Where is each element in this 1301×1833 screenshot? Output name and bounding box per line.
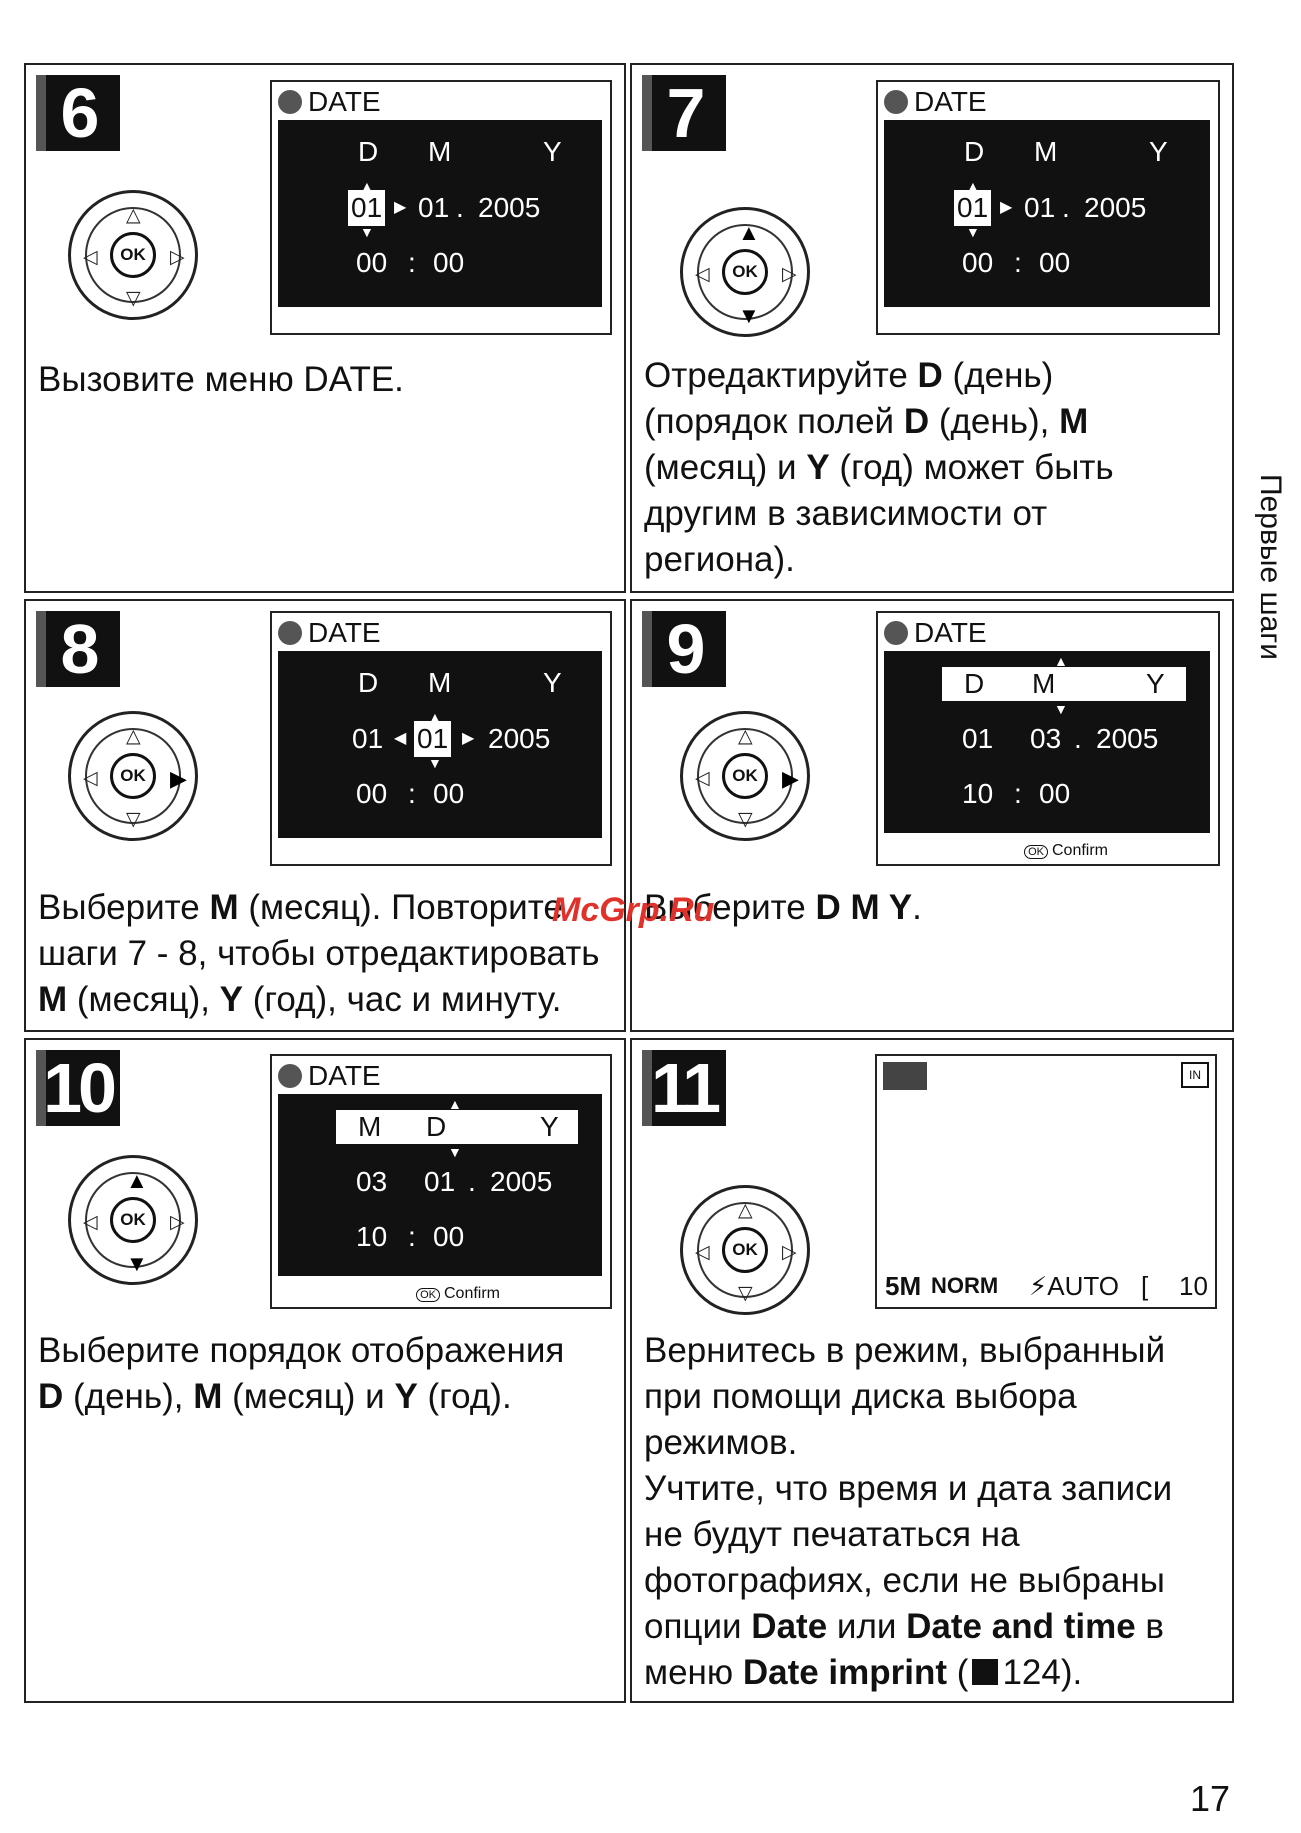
right-arrow-icon: ▷ bbox=[170, 247, 185, 268]
step-caption: Выберите порядок отображения D (день), M… bbox=[38, 1331, 565, 1416]
multi-selector-dial: ▲ ▼ ◁ ▷ OK bbox=[680, 207, 810, 337]
right-arrow-icon: ▷ bbox=[782, 1242, 797, 1263]
right-arrow-icon: ▷ bbox=[782, 264, 797, 285]
step-11: 11 △ ▽ ◁ ▷ OK IN 5M NORM ⚡AUTO [ 10 Верн… bbox=[630, 1038, 1234, 1703]
clock-icon bbox=[278, 620, 302, 645]
screen-title: DATE bbox=[278, 1058, 381, 1094]
screen-title: DATE bbox=[278, 615, 381, 651]
multi-selector-dial: △ ▽ ◁ ▷ OK bbox=[680, 1185, 810, 1315]
step-number-badge: 7 bbox=[642, 75, 726, 151]
up-arrow-icon: △ bbox=[126, 205, 141, 226]
left-arrow-icon: ◁ bbox=[83, 1212, 98, 1233]
multi-selector-dial: △ ▽ ◁ ▶ OK bbox=[680, 711, 810, 841]
down-arrow-icon: ▼ bbox=[126, 1251, 148, 1276]
image-quality-indicator: NORM bbox=[931, 1273, 999, 1298]
watermark-text: McGrp.Ru bbox=[552, 891, 715, 929]
exposure-count: 10 bbox=[1179, 1271, 1208, 1301]
camera-shooting-screen: IN 5M NORM ⚡AUTO [ 10 bbox=[875, 1054, 1217, 1309]
up-arrow-icon: △ bbox=[126, 726, 141, 747]
month-value-selected: 01 bbox=[414, 721, 452, 757]
screen-title: DATE bbox=[278, 84, 381, 120]
left-arrow-icon: ◁ bbox=[695, 264, 710, 285]
day-value-selected: 01 bbox=[954, 190, 992, 226]
left-arrow-icon: ◁ bbox=[695, 1242, 710, 1263]
step-number-badge: 9 bbox=[642, 611, 726, 687]
step-number-badge: 10 bbox=[36, 1050, 120, 1126]
step-caption: Вернитесь в режим, выбранный при помощи … bbox=[644, 1331, 1173, 1692]
up-arrow-icon: ▲ bbox=[126, 1168, 148, 1193]
flash-mode-indicator: ⚡AUTO bbox=[1029, 1271, 1120, 1301]
step-caption: Отредактируйте D (день) (порядок полей D… bbox=[644, 356, 1114, 579]
multi-selector-dial: △ ▽ ◁ ▶ OK bbox=[68, 711, 198, 841]
step-caption: Выберите M (месяц). Повторите шаги 7 - 8… bbox=[38, 888, 600, 1019]
right-arrow-icon: ▶ bbox=[782, 766, 799, 791]
left-arrow-icon: ◁ bbox=[83, 768, 98, 789]
right-arrow-icon: ▶ bbox=[170, 766, 187, 791]
up-arrow-icon: △ bbox=[738, 1200, 753, 1221]
page-number: 17 bbox=[1190, 1778, 1231, 1819]
step-number-badge: 11 bbox=[642, 1050, 726, 1126]
down-arrow-icon: ▼ bbox=[738, 303, 760, 328]
screen-title: DATE bbox=[884, 84, 987, 120]
image-size-indicator: 5M bbox=[885, 1271, 922, 1301]
down-arrow-icon: ▽ bbox=[126, 809, 141, 830]
ok-button-icon: OK bbox=[110, 232, 156, 278]
sidebar-section-label: Первые шаги bbox=[1254, 474, 1287, 660]
shooting-status-bar: 5M NORM ⚡AUTO [ 10 bbox=[885, 1271, 1208, 1301]
clock-icon bbox=[884, 620, 908, 645]
left-arrow-icon: ◁ bbox=[83, 247, 98, 268]
step-caption: Выберите D M Y. bbox=[644, 888, 922, 927]
screen-title: DATE bbox=[884, 615, 987, 651]
step-number-badge: 8 bbox=[36, 611, 120, 687]
clock-icon bbox=[278, 1063, 302, 1088]
multi-selector-dial: ▲ ▼ ◁ ▷ OK bbox=[68, 1155, 198, 1285]
camera-mode-icon bbox=[883, 1062, 927, 1090]
page-reference-icon bbox=[972, 1658, 999, 1685]
day-value-selected: 01 bbox=[348, 190, 386, 226]
down-arrow-icon: ▽ bbox=[738, 1283, 753, 1304]
up-arrow-icon: ▲ bbox=[738, 220, 760, 245]
right-arrow-icon: ▷ bbox=[170, 1212, 185, 1233]
ok-button-icon: OK bbox=[110, 1197, 156, 1243]
down-arrow-icon: ▽ bbox=[126, 288, 141, 309]
internal-memory-icon: IN bbox=[1181, 1062, 1209, 1088]
clock-icon bbox=[884, 89, 908, 114]
ok-button-icon: OK bbox=[722, 753, 768, 799]
up-arrow-icon: △ bbox=[738, 726, 753, 747]
clock-icon bbox=[278, 89, 302, 114]
ok-button-icon: OK bbox=[110, 753, 156, 799]
ok-button-icon: OK bbox=[722, 1227, 768, 1273]
multi-selector-dial: △ ▽ ◁ ▷ OK bbox=[68, 190, 198, 320]
ok-button-icon: OK bbox=[722, 249, 768, 295]
step-caption: Вызовите меню DATE. bbox=[38, 360, 404, 399]
down-arrow-icon: ▽ bbox=[738, 809, 753, 830]
step-number-badge: 6 bbox=[36, 75, 120, 151]
left-arrow-icon: ◁ bbox=[695, 768, 710, 789]
